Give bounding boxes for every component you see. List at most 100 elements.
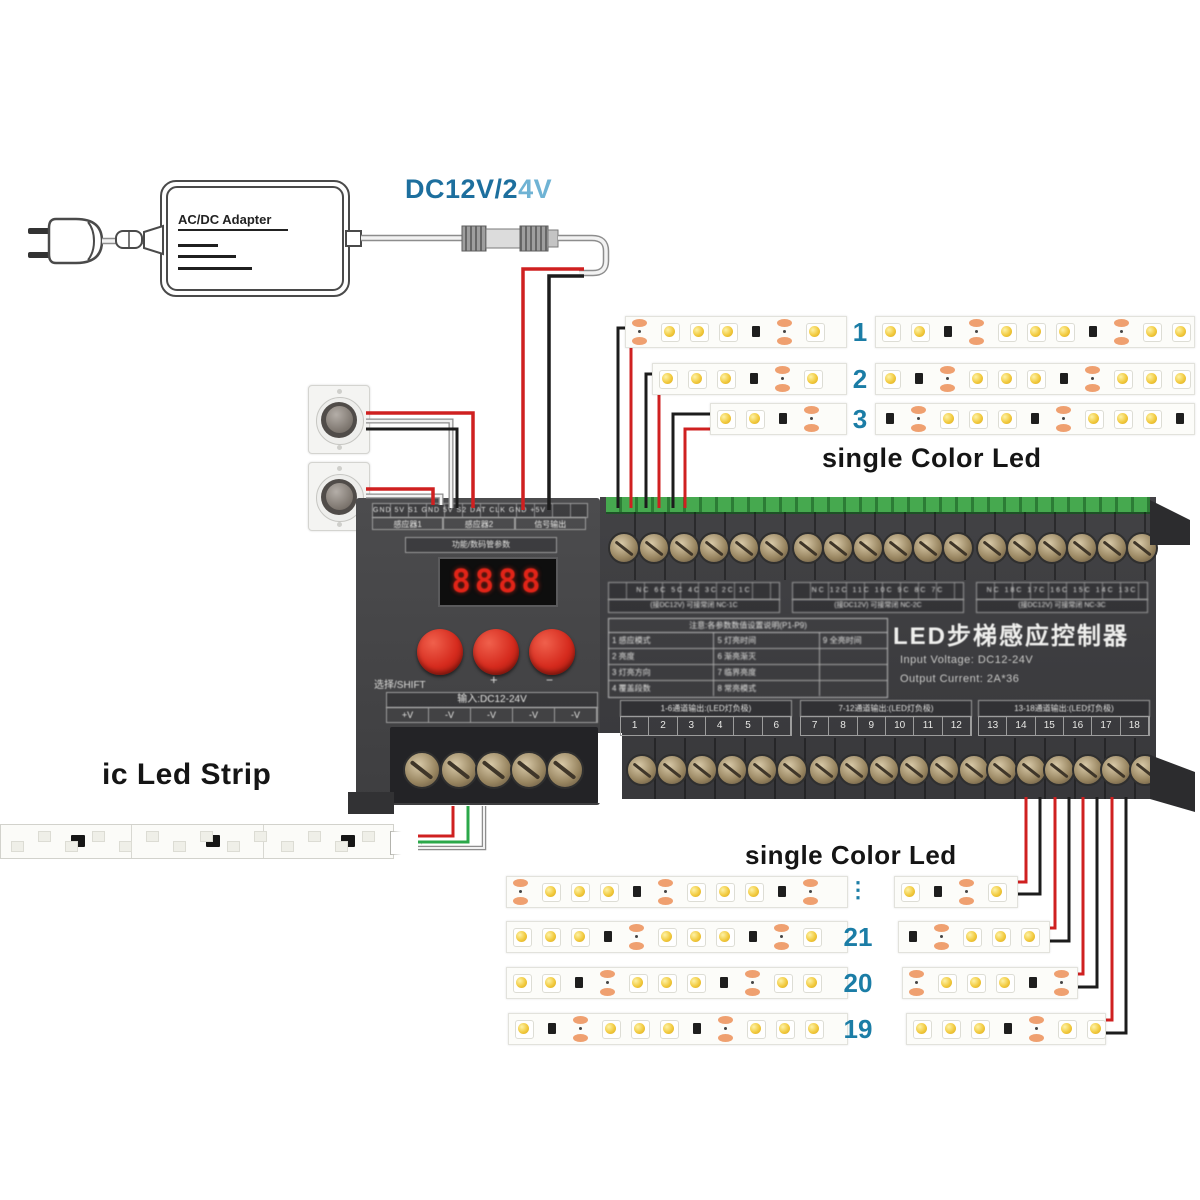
resistor-chip <box>1029 977 1037 988</box>
solder-pad <box>1085 384 1100 392</box>
dc-voltage-label: DC12V/24V <box>405 174 552 205</box>
screw-terminal <box>868 754 900 786</box>
screw-terminal <box>668 532 700 564</box>
resistor-chip <box>1089 326 1097 337</box>
controller-top-label-boxes: 感应器1 感应器2 信号输出 <box>372 517 586 530</box>
dc-connector-ring <box>461 225 487 252</box>
case-bracket-top <box>1150 500 1190 545</box>
led-chip <box>687 928 706 947</box>
led-strip-segment <box>875 363 1195 395</box>
led-chip <box>805 1020 824 1039</box>
channel-number-cell: 8 <box>829 717 858 735</box>
resistor-chip <box>749 931 757 942</box>
screw-terminal <box>656 754 688 786</box>
screw-terminal <box>758 532 790 564</box>
screw-terminal <box>1006 532 1038 564</box>
screw-slot <box>1049 762 1069 779</box>
led-chip <box>911 323 930 342</box>
display-caption: 功能/数码管参数 <box>405 537 557 553</box>
parameter-cell: 1 感应模式 <box>609 633 715 648</box>
screw-terminal <box>1100 754 1132 786</box>
adapter-text-line <box>178 267 252 270</box>
led-chip <box>513 974 532 993</box>
solder-pad <box>629 942 644 950</box>
screw-slot <box>828 540 848 557</box>
power-terminal-cell: +V <box>387 708 429 722</box>
ic-wire-red <box>418 806 455 838</box>
screw-slot <box>482 760 506 781</box>
faint-led-chip <box>65 841 78 852</box>
resistor-chip <box>1176 413 1184 424</box>
channel-number-cell: 6 <box>763 717 791 735</box>
screw-slot <box>904 762 924 779</box>
solder-pad <box>909 988 924 996</box>
faint-led-chip <box>335 841 348 852</box>
screw-terminal <box>440 751 478 789</box>
minus-button[interactable] <box>529 629 575 675</box>
led-strip-segment <box>625 316 847 348</box>
screw-slot <box>674 540 694 557</box>
bottom-strip-wire-black <box>1077 797 1099 989</box>
screw-slot <box>1078 762 1098 779</box>
channel-number-cell: 7 <box>801 717 830 735</box>
screw-slot <box>1021 762 1041 779</box>
shift-button[interactable] <box>417 629 463 675</box>
led-chip <box>803 928 822 947</box>
controller-title: LED步梯感应控制器 <box>893 623 1129 650</box>
screw-terminal <box>403 751 441 789</box>
resistor-chip <box>633 886 641 897</box>
adapter-text-line <box>178 255 236 258</box>
faint-led-chip <box>173 841 186 852</box>
solder-pad <box>632 337 647 345</box>
screw-slot <box>858 540 878 557</box>
solder-pad-dot <box>724 1027 727 1030</box>
led-chip <box>998 323 1017 342</box>
solder-pad-dot <box>664 890 667 893</box>
solder-pad-dot <box>635 935 638 938</box>
solder-pad <box>1056 424 1071 432</box>
led-chip <box>967 974 986 993</box>
solder-pad-dot <box>975 330 978 333</box>
plug-body <box>47 217 104 265</box>
resistor-chip <box>604 931 612 942</box>
screw-slot <box>1135 762 1155 779</box>
led-chip <box>1058 1020 1077 1039</box>
plug-prong <box>28 228 54 234</box>
screw-slot <box>704 540 724 557</box>
seven-segment-display: 8888 <box>438 557 558 607</box>
bottom-strip-wire-red <box>1105 797 1114 1022</box>
screw-terminal <box>638 532 670 564</box>
screw-slot <box>722 762 742 779</box>
channel-number-cell: 2 <box>649 717 678 735</box>
bottom-strip-wire-black <box>1105 797 1128 1035</box>
channel-note-strip: (接DC12V) 可接常闭 NC-1C <box>608 599 780 613</box>
led-strip-segment <box>898 921 1050 953</box>
ferrite-bead <box>115 230 143 249</box>
screw-slot <box>764 540 784 557</box>
ic-wire-white <box>418 806 487 851</box>
solder-pad <box>911 406 926 414</box>
led-chip <box>1087 1020 1106 1039</box>
solder-pad <box>934 942 949 950</box>
solder-pad <box>513 897 528 905</box>
led-chip <box>1027 370 1046 389</box>
screw-slot <box>874 762 894 779</box>
parameter-cell: 3 灯亮方向 <box>609 665 715 680</box>
screw-terminal <box>792 532 824 564</box>
led-chip <box>913 1020 932 1039</box>
resistor-chip <box>1031 413 1039 424</box>
solder-pad <box>1056 406 1071 414</box>
screw-slot <box>1042 540 1062 557</box>
solder-pad-dot <box>579 1027 582 1030</box>
screw-slot <box>964 762 984 779</box>
solder-pad <box>1054 970 1069 978</box>
shift-button-label: 选择/SHIFT <box>374 680 426 691</box>
solder-pad-dot <box>638 330 641 333</box>
parameter-cell: 9 全亮时间 <box>822 636 862 645</box>
screw-terminal <box>510 751 548 789</box>
plus-button[interactable] <box>473 629 519 675</box>
led-chip <box>988 883 1007 902</box>
led-chip <box>1172 323 1191 342</box>
